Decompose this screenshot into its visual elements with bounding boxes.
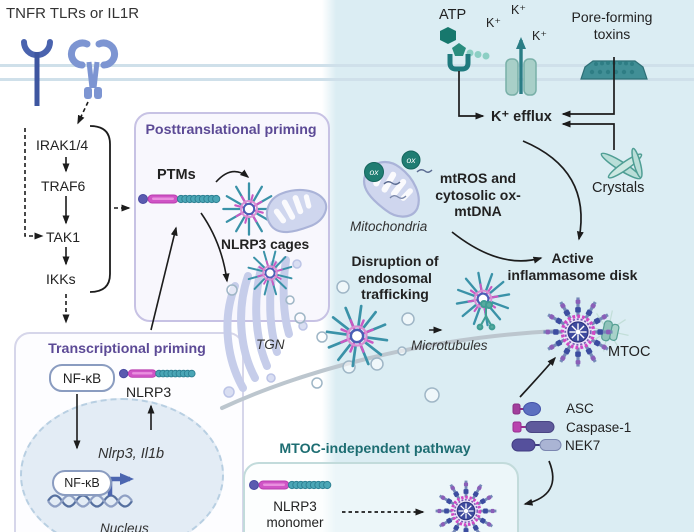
ox-label-2: ox: [407, 155, 417, 165]
legend-nek7-label: NEK7: [565, 438, 601, 453]
membrane-inner-line: [0, 78, 694, 81]
transcription-start-arrow: [107, 473, 134, 496]
atp-to-kefflux-arrow: [458, 71, 485, 120]
cage-to-mtoc-arrow: [519, 356, 556, 398]
signaling-arrows: [24, 101, 250, 450]
pore-toxins-label: Pore-forming toxins: [571, 9, 653, 42]
disruption-label: Disruption of endosomal trafficking: [351, 253, 439, 303]
vesicles: [226, 280, 440, 403]
mtoc-label: MTOC: [608, 344, 651, 360]
k-plus-label-3: K⁺: [532, 29, 547, 43]
ox-label-1: ox: [370, 167, 380, 177]
k-efflux-label: K⁺ efflux: [491, 109, 552, 125]
mitochondria-label: Mitochondria: [350, 219, 428, 234]
nlrp3-monomer-icon-ptm: [138, 194, 221, 204]
tlr-il1r-receptor-icon: [68, 39, 118, 99]
dna-helix-icon: [47, 494, 133, 508]
mtros-to-disk-arrow: [451, 231, 543, 264]
activation-arrows: [342, 57, 615, 516]
nfkb-pill: NF-κB: [49, 364, 115, 392]
genes-label: Nlrp3, Il1b: [98, 446, 165, 462]
nlrp3-monomer-icon-transcription: [118, 368, 196, 379]
nucleus: [20, 398, 224, 532]
k-plus-label-1: K⁺: [486, 16, 501, 30]
legend-to-disk-arrow: [523, 460, 554, 506]
cascade-traf6: TRAF6: [41, 178, 86, 194]
kinesin-motor-icon: [476, 300, 496, 331]
ptm-box-title: Posttranslational priming: [145, 122, 317, 138]
kefflux-to-disk-arrow: [522, 140, 584, 241]
microtubules-label: Microtubules: [411, 338, 488, 353]
active-inflammasome-disk-icon: [541, 295, 615, 369]
mitochondria-icon-right: [353, 152, 432, 225]
nlrp3-cages-label: NLRP3 cages: [221, 237, 310, 252]
nlrp3-monomer-label: NLRP3 monomer: [266, 499, 324, 530]
membrane-outer-line: [0, 64, 694, 67]
receptors-title: TNFR TLRs or IL1R: [6, 5, 140, 22]
crystals-icon: [600, 147, 643, 180]
nfkb-label: NF-κB: [62, 370, 102, 386]
crystals-label: Crystals: [592, 180, 645, 196]
tnfr-to-tak1-arrow: [24, 128, 44, 240]
cascade-bracket: [89, 125, 111, 293]
cascade-ikks: IKKs: [46, 271, 76, 287]
active-disk-label: Active inflammasome disk: [507, 250, 638, 283]
nek7-legend-icon: [511, 438, 562, 452]
ptms-label: PTMs: [157, 167, 196, 183]
nlrp3-monomer-icon-mtoc-independent: [249, 480, 332, 490]
crystals-to-kefflux-arrow: [561, 120, 615, 150]
cascade-irak: IRAK1/4: [36, 137, 89, 153]
nlrp3-to-ptm-arrow: [150, 226, 178, 331]
mtoc-independent-title: MTOC-independent pathway: [279, 441, 471, 457]
p2x7-receptor-icon: [447, 54, 471, 72]
tnfr-receptor-icon: [21, 39, 53, 106]
monomer-to-cage-arrow: [215, 169, 250, 183]
atp-label: ATP: [439, 7, 467, 23]
tgn-label: TGN: [256, 337, 285, 352]
transcriptional-box-title: Transcriptional priming: [48, 341, 206, 357]
atp-molecule-icon: [440, 27, 490, 60]
monomer-to-golgi-arrow: [200, 212, 230, 283]
legend-caspase1-label: Caspase-1: [566, 420, 632, 435]
mitochondria-icon-ptm: [258, 176, 334, 244]
pore-to-kefflux-arrow: [561, 57, 615, 118]
cascade-tak1: TAK1: [46, 229, 80, 245]
nucleus-label: Nucleus: [100, 521, 149, 532]
potassium-channel-icon: [505, 37, 537, 96]
nfkb-nucleus-label: NF-κB: [64, 476, 100, 490]
receptor-to-cascade-arrow: [77, 101, 89, 125]
asc-legend-icon: [512, 402, 541, 416]
nlrp3-product-label: NLRP3: [126, 384, 172, 400]
legend-asc-label: ASC: [566, 401, 594, 416]
mtros-label: mtROS and cytosolic ox-mtDNA: [435, 170, 521, 220]
ox-mtdna-icons: ox ox: [364, 150, 433, 199]
golgi-tgn-icon: [223, 256, 308, 398]
nfkb-nucleus-pill: NF-κB: [52, 470, 112, 496]
mtoc-independent-disk-icon: [434, 479, 498, 532]
k-plus-label-2: K⁺: [511, 3, 526, 17]
caspase1-legend-icon: [512, 421, 555, 433]
